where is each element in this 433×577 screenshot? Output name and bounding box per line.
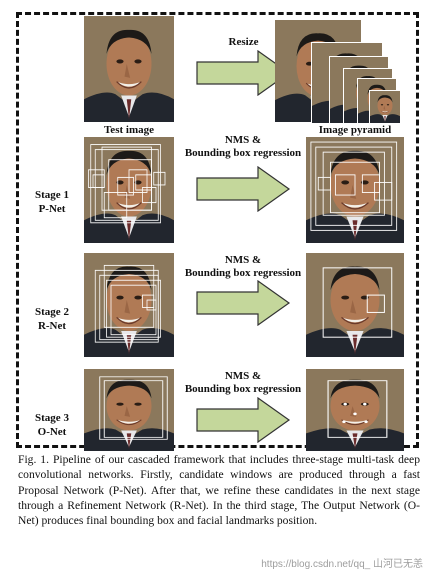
stage-3-output	[306, 369, 404, 451]
image-pyramid	[275, 20, 415, 124]
nms-label-3: NMS &Bounding box regression	[184, 370, 302, 395]
nms-label-2: NMS &Bounding box regression	[184, 254, 302, 279]
watermark: https://blog.csdn.net/qq_ 山河已无恙	[261, 559, 423, 570]
resize-label: Resize	[228, 36, 259, 48]
stage-2-arrow	[196, 280, 291, 326]
pipeline-frame	[16, 12, 419, 448]
stage-3-input	[84, 369, 174, 451]
image-pyramid-label: Image pyramid	[318, 124, 392, 136]
nms-label-1: NMS &Bounding box regression	[184, 134, 302, 159]
test-image-label: Test image	[103, 124, 154, 136]
stage-2-output	[306, 253, 404, 357]
test-image	[84, 16, 174, 122]
figure-caption: Fig. 1. Pipeline of our cascaded framewo…	[18, 453, 420, 528]
stage-3-arrow	[196, 397, 291, 443]
resize-arrow	[196, 50, 291, 96]
stage-1-output	[306, 137, 404, 243]
stage-1-arrow	[196, 166, 291, 212]
stage-1-input	[84, 137, 174, 243]
stage-2-input	[84, 253, 174, 357]
